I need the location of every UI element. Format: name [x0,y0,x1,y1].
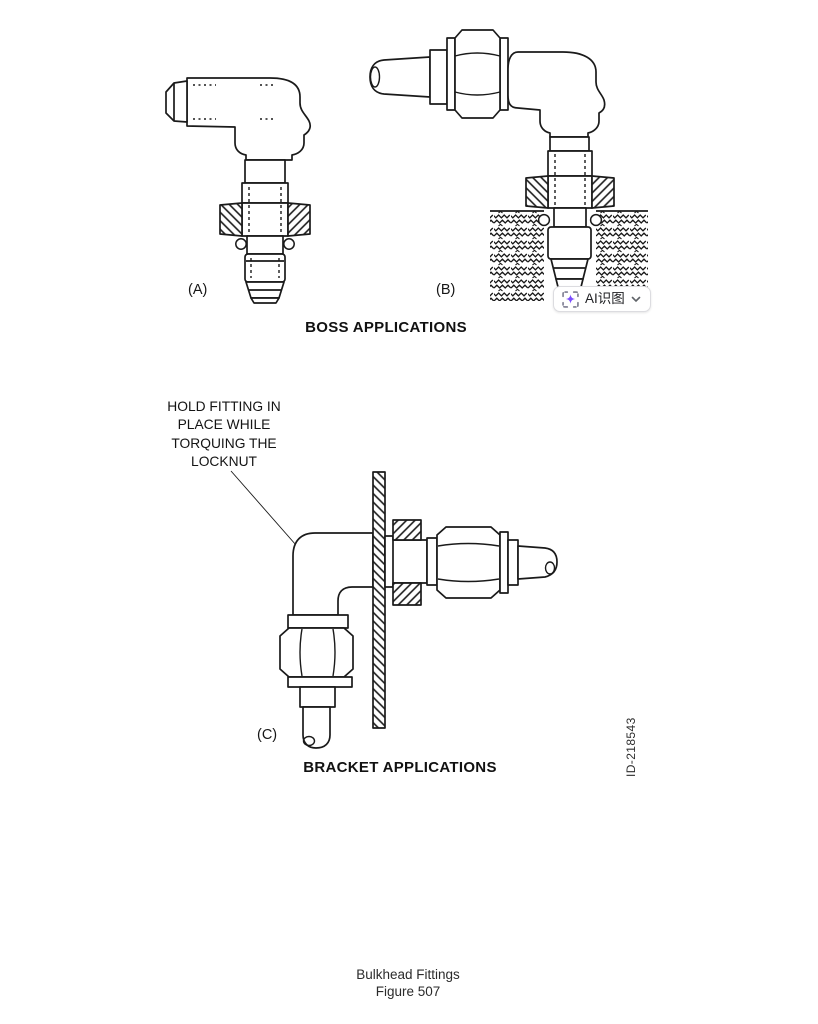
fitting-diagram-b [369,29,648,301]
nose-cap [165,80,188,123]
part-label-a: (A) [188,282,208,298]
ai-scan-sparkle-icon [562,290,579,308]
lower-tube [302,706,331,749]
locknut-hatched [392,519,422,541]
washer [384,535,394,588]
elbow-body [165,77,312,161]
part-label-c: (C) [257,727,278,743]
chevron-down-icon[interactable] [631,296,641,303]
locknut-hatched [392,582,422,606]
fitting-diagram-c [230,470,558,749]
annotation-leader-line [230,470,304,554]
hose-tube [369,49,448,105]
elbow-body [292,532,374,616]
flare-end [244,253,286,304]
threaded-body [547,136,593,209]
fitting-in-boss [537,207,603,288]
ai-image-recognition-button[interactable]: AI识图 [553,286,651,312]
right-tube [517,545,558,580]
torque-annotation: HOLD FITTING IN PLACE WHILE TORQUING THE… [149,398,299,472]
figure-id-number: ID-218543 [624,717,638,777]
bracket-applications-caption: BRACKET APPLICATIONS [303,759,497,776]
fitting-diagram-a [165,77,312,304]
through-plate-body [384,519,428,606]
annotation-line: PLACE WHILE [177,417,271,433]
threaded-body [241,159,289,237]
right-nut-and-tube [426,526,558,599]
figure-caption: Bulkhead Fittings Figure 507 [356,966,460,1000]
ai-button-label: AI识图 [585,291,625,307]
o-ring-section [235,235,295,255]
lower-nut-assembly [279,614,354,749]
figure-number: Figure 507 [375,984,441,999]
swivel-nut [446,29,509,119]
boss-applications-caption: BOSS APPLICATIONS [305,319,467,336]
annotation-line: TORQUING THE [171,435,277,451]
annotation-line: LOCKNUT [191,454,257,470]
locknut-hatched [219,202,311,237]
elbow-body [507,51,606,138]
figure-title: Bulkhead Fittings [356,967,460,982]
bracket-plate [372,471,386,729]
part-label-b: (B) [436,282,456,298]
annotation-line: HOLD FITTING IN [167,399,281,414]
locknut-hatched [525,175,615,209]
